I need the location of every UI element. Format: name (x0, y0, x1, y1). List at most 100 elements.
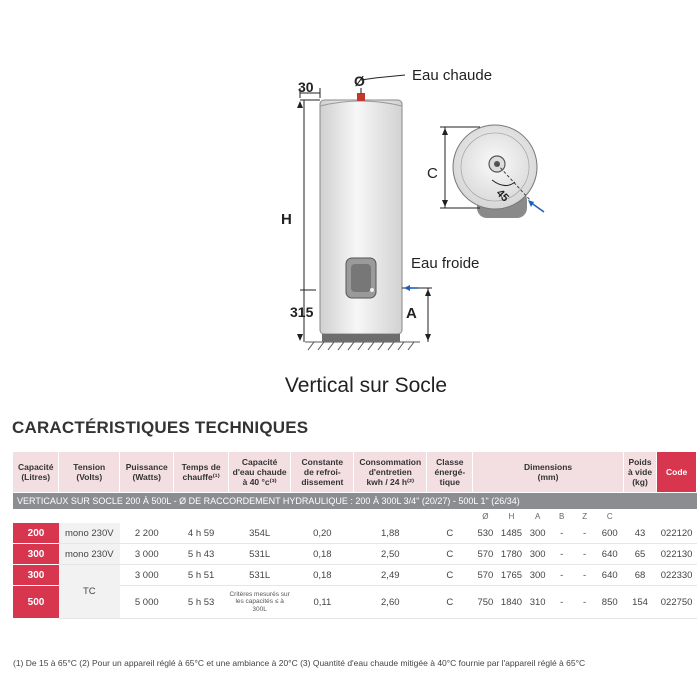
header-puissance: Puissance(Watts) (119, 452, 175, 493)
header-capacite: Capacité(Litres) (13, 452, 60, 493)
table-row: 300 mono 230V 3 000 5 h 43 531L 0,18 2,5… (13, 543, 697, 565)
cell-conso: 1,88 (353, 523, 427, 544)
dim-c-label: C (427, 165, 438, 182)
dim-sub-b: B (558, 511, 565, 521)
tank-top-view (452, 124, 538, 218)
cell-dim: 300 (525, 564, 551, 586)
cell-poids: 43 (623, 523, 657, 544)
header-code: Code (656, 452, 697, 493)
cell-code: 022130 (656, 543, 697, 565)
cell-capacite: 300 (13, 543, 59, 565)
dim-315-label: 315 (290, 304, 314, 320)
cell-classe: C (426, 543, 473, 565)
dim-sub-c: C (606, 511, 613, 521)
cell-cap-eau-note: Critères mesurés sur les capacités ≤ à 3… (228, 585, 291, 619)
cell-dim: 750 (472, 585, 498, 619)
cell-dim: - (550, 585, 574, 619)
cell-capacite: 500 (13, 585, 59, 619)
cell-code: 022750 (656, 585, 697, 619)
cell-dim: - (573, 564, 597, 586)
table-band-row: VERTICAUX SUR SOCLE 200 À 500L - Ø DE RA… (13, 492, 697, 509)
cell-dim: - (550, 543, 574, 565)
header-tension: Tension(Volts) (58, 452, 121, 493)
cell-dim: - (573, 543, 597, 565)
dim-sub-diameter: Ø (482, 511, 489, 521)
table-header-row: Capacité(Litres) Tension(Volts) Puissanc… (13, 452, 697, 493)
dim-sub-h: H (508, 511, 515, 521)
cell-code: 022330 (656, 564, 697, 586)
cell-cap-eau: 531L (228, 564, 291, 586)
cell-puissance: 5 000 (119, 585, 174, 619)
cell-poids: 68 (623, 564, 657, 586)
cell-dim: 1840 (497, 585, 526, 619)
cell-dim: 850 (596, 585, 624, 619)
cell-constante: 0,18 (290, 543, 354, 565)
cell-cap-eau: 354L (228, 523, 291, 544)
cell-capacite: 300 (13, 564, 59, 586)
cell-temps: 4 h 59 (173, 523, 229, 544)
cell-dim: 1485 (497, 523, 526, 544)
dim-sub-a: A (534, 511, 541, 521)
cell-tension: mono 230V (58, 543, 120, 565)
dim-sub-z: Z (582, 511, 588, 521)
dimension-subheader-row: Ø H A B Z C (13, 509, 697, 523)
cell-temps: 5 h 43 (173, 543, 229, 565)
cell-dim: 570 (472, 564, 498, 586)
cell-classe: C (426, 564, 473, 586)
dimension-lines (299, 74, 432, 342)
cell-puissance: 2 200 (119, 523, 174, 544)
cell-classe: C (426, 523, 473, 544)
top-view-dimensions (440, 126, 480, 209)
cell-constante: 0,11 (290, 585, 354, 619)
table-row: 500 5 000 5 h 53 Critères mesurés sur le… (13, 585, 697, 619)
band-text: VERTICAUX SUR SOCLE 200 À 500L - Ø DE RA… (13, 492, 697, 509)
hot-water-label: Eau chaude (412, 67, 492, 84)
cell-capacite: 200 (13, 523, 59, 544)
cell-dim: 600 (596, 523, 624, 544)
cell-conso: 2,60 (353, 585, 427, 619)
cell-cap-eau: 531L (228, 543, 291, 565)
cell-dim: 530 (472, 523, 498, 544)
cell-dim: 640 (596, 564, 624, 586)
cell-dim: 310 (525, 585, 551, 619)
cell-poids: 65 (623, 543, 657, 565)
cell-dim: 300 (525, 543, 551, 565)
cell-dim: 1765 (497, 564, 526, 586)
cell-dim: 1780 (497, 543, 526, 565)
cell-temps: 5 h 51 (173, 564, 229, 586)
cell-dim: - (550, 564, 574, 586)
cell-conso: 2,49 (353, 564, 427, 586)
cell-dim: 640 (596, 543, 624, 565)
cell-dim: - (573, 585, 597, 619)
table-row: 300 TC 3 000 5 h 51 531L 0,18 2,49 C 570… (13, 564, 697, 619)
cell-dim: - (550, 523, 574, 544)
cold-water-arrow (404, 285, 418, 291)
cell-tension-tc: TC (58, 564, 120, 619)
top-view-inlet-arrow (528, 200, 545, 213)
cell-puissance: 3 000 (119, 564, 174, 586)
cell-conso: 2,50 (353, 543, 427, 565)
cell-puissance: 3 000 (119, 543, 174, 565)
footnote: (1) De 15 à 65°C (2) Pour un appareil ré… (13, 658, 586, 668)
cell-constante: 0,18 (290, 564, 354, 586)
dim-h-label: H (281, 211, 292, 228)
technical-drawing: Ø Eau chaude 30 H 315 Eau froide A C 45 … (281, 67, 545, 397)
header-dimensions: Dimensions(mm) (472, 452, 624, 493)
cell-temps: 5 h 53 (173, 585, 229, 619)
cold-water-label: Eau froide (411, 255, 479, 272)
diagram-caption: Vertical sur Socle (285, 374, 447, 397)
section-title: CARACTÉRISTIQUES TECHNIQUES (12, 418, 309, 437)
specifications-table: Capacité(Litres) Tension(Volts) Puissanc… (13, 452, 697, 619)
dim-30-label: 30 (298, 79, 314, 95)
cell-dim: - (573, 523, 597, 544)
tank-side-view (319, 93, 403, 342)
ground-hatch (305, 341, 420, 351)
cell-code: 022120 (656, 523, 697, 544)
cell-poids: 154 (623, 585, 657, 619)
